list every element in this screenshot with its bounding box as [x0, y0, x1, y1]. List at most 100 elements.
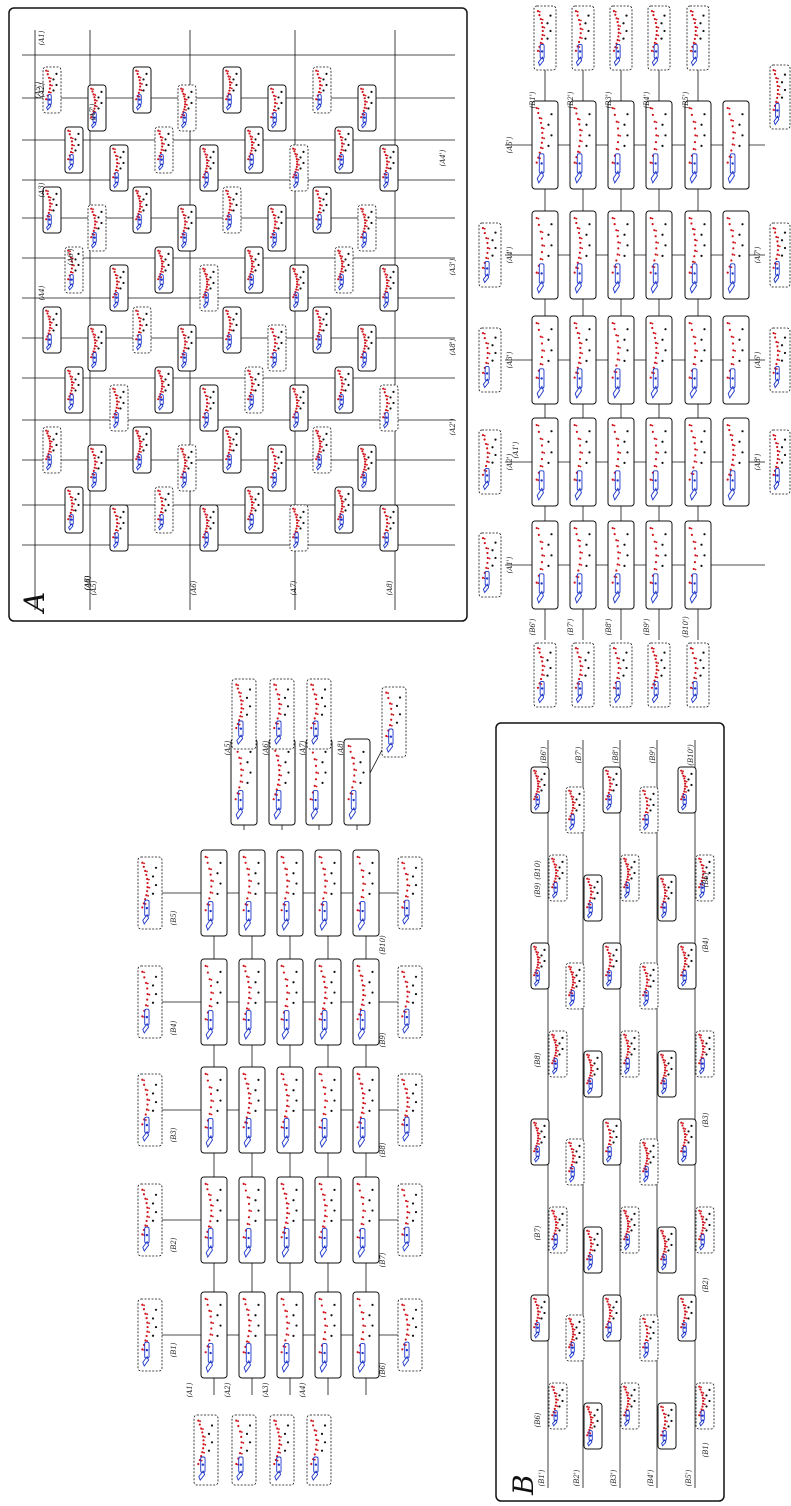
red-dot	[655, 34, 657, 36]
red-dot	[161, 268, 163, 270]
red-dot	[281, 1351, 283, 1353]
red-dot	[250, 276, 252, 278]
red-dot	[184, 94, 186, 96]
red-dot	[324, 1318, 326, 1320]
cell-frame	[353, 1177, 379, 1263]
black-dot	[596, 1409, 598, 1411]
red-dot	[776, 345, 778, 347]
red-dot	[627, 1216, 629, 1218]
blue-dot	[70, 398, 72, 400]
red-dot	[362, 1092, 364, 1094]
red-dot	[138, 216, 140, 218]
red-dot	[684, 960, 686, 962]
red-dot	[575, 647, 577, 649]
red-dot	[539, 1138, 541, 1140]
black-dot	[578, 969, 580, 971]
black-dot	[55, 324, 57, 326]
red-dot	[286, 1099, 288, 1101]
black-dot	[287, 751, 289, 753]
black-dot	[190, 342, 192, 344]
red-dot	[663, 886, 665, 888]
red-dot	[248, 891, 250, 893]
red-dot	[141, 1304, 143, 1306]
black-dot	[491, 344, 493, 346]
red-dot	[683, 796, 685, 798]
red-dot	[285, 1005, 287, 1007]
red-dot	[776, 253, 778, 255]
red-dot	[283, 966, 285, 968]
red-dot	[364, 1325, 366, 1327]
dashed-cell-frame	[770, 430, 790, 494]
red-dot	[116, 397, 118, 399]
red-dot	[623, 1386, 625, 1388]
red-dot	[609, 782, 611, 784]
red-dot	[590, 1245, 592, 1247]
red-dot	[617, 253, 619, 255]
red-dot	[72, 497, 74, 499]
red-dot	[202, 536, 204, 538]
red-dot	[555, 1047, 557, 1049]
blue-dot	[205, 296, 207, 298]
red-dot	[250, 396, 252, 398]
red-dot	[360, 974, 362, 976]
red-dot	[666, 1246, 668, 1248]
red-dot	[317, 713, 319, 715]
black-dot	[97, 336, 99, 338]
red-dot	[537, 1137, 539, 1139]
red-dot	[568, 790, 570, 792]
red-dot	[228, 196, 230, 198]
black-dot	[626, 223, 628, 225]
red-dot	[362, 989, 364, 991]
red-dot	[69, 375, 71, 377]
black-dot	[216, 1002, 218, 1004]
red-dot	[159, 493, 161, 495]
red-dot	[555, 1227, 557, 1229]
red-dot	[326, 892, 328, 894]
red-dot	[281, 1073, 283, 1075]
red-dot	[401, 1079, 403, 1081]
red-dot	[407, 981, 409, 983]
red-dot	[664, 1240, 666, 1242]
red-dot	[206, 519, 208, 521]
red-dot	[626, 1406, 628, 1408]
red-dot	[541, 451, 543, 453]
cell-frame	[358, 325, 376, 371]
red-dot	[551, 1062, 553, 1064]
red-dot	[364, 458, 366, 460]
tr-side-cell	[479, 430, 501, 494]
red-dot	[279, 1452, 281, 1454]
red-dot	[626, 1230, 628, 1232]
black-dot	[738, 360, 740, 362]
red-dot	[183, 456, 185, 458]
black-dot	[232, 329, 234, 331]
red-dot	[286, 1333, 288, 1335]
blue-dot	[318, 458, 320, 460]
red-dot	[580, 466, 582, 468]
red-dot	[250, 1103, 252, 1105]
dashed-cell-frame	[640, 787, 658, 833]
red-dot	[324, 997, 326, 999]
red-dot	[699, 861, 701, 863]
red-dot	[295, 275, 297, 277]
red-dot	[366, 101, 368, 103]
red-dot	[609, 958, 611, 960]
black-dot	[235, 433, 237, 435]
black-dot	[292, 1110, 294, 1112]
blue-dot	[731, 377, 733, 379]
red-dot	[248, 885, 250, 887]
red-dot	[489, 452, 491, 454]
black-dot	[155, 1309, 157, 1311]
red-dot	[338, 492, 340, 494]
red-dot	[694, 454, 696, 456]
node-label: (A2)	[224, 1382, 232, 1397]
blue-dot	[146, 907, 148, 909]
red-dot	[664, 1069, 666, 1071]
red-dot	[629, 869, 631, 871]
red-dot	[312, 1424, 314, 1426]
red-dot	[579, 352, 581, 354]
red-dot	[386, 402, 388, 404]
blue-dot	[315, 728, 317, 730]
red-dot	[627, 876, 629, 878]
blue-dot	[683, 1326, 685, 1328]
black-dot	[330, 1002, 332, 1004]
